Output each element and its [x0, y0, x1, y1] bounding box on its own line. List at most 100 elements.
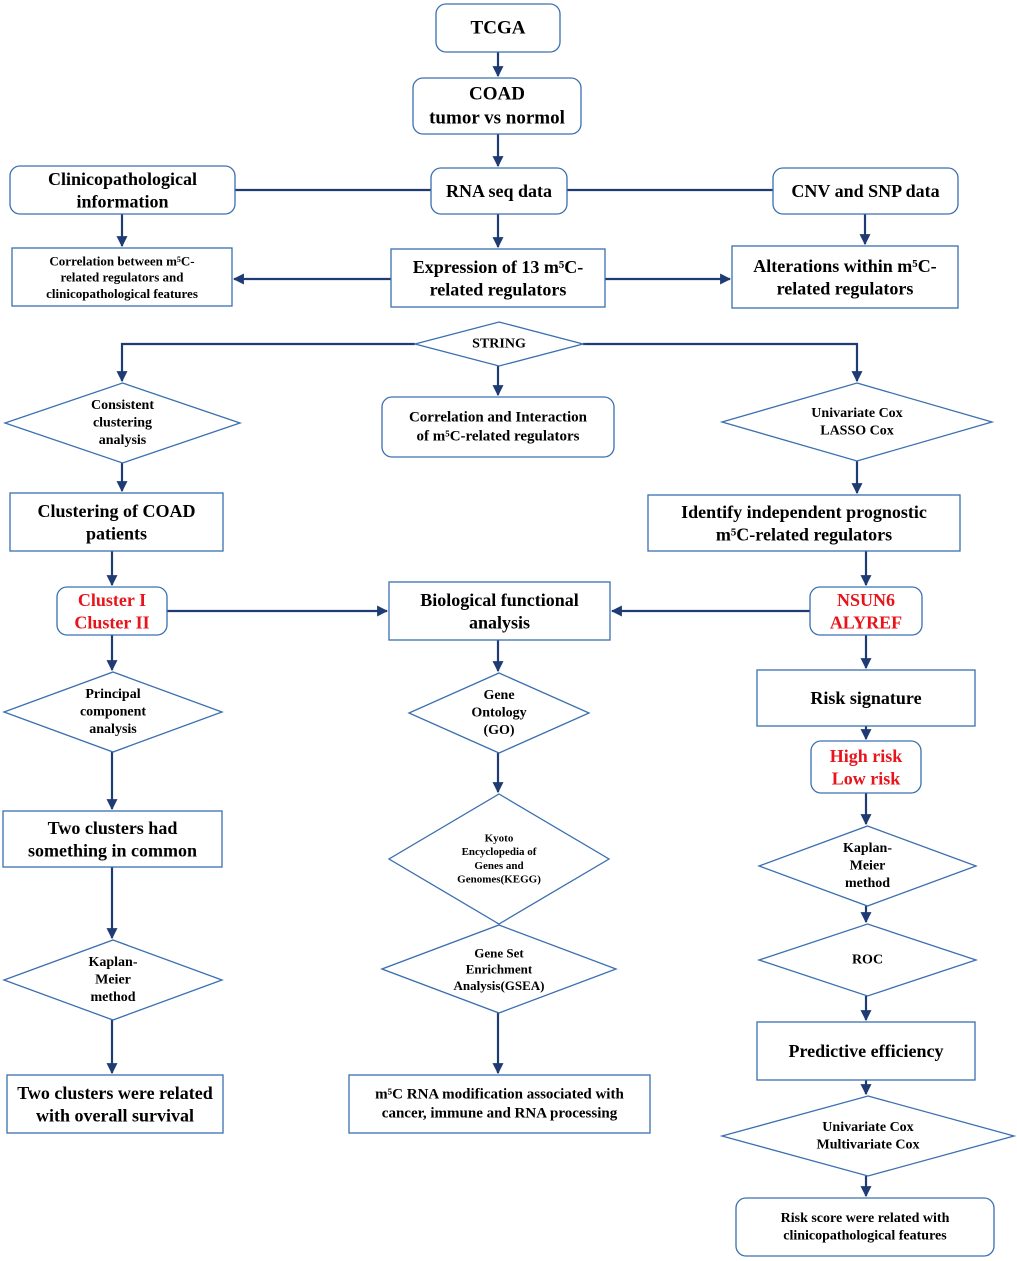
node-rnaseq-shape — [430, 167, 568, 215]
node-pca-line-2: component — [80, 705, 146, 720]
node-m5c-modification-line-2: cancer, immune and RNA processing — [382, 1105, 618, 1121]
node-predictive-efficiency-shape — [756, 1021, 976, 1081]
node-roc: ROC — [756, 923, 979, 997]
node-string-line-1: STRING — [472, 337, 526, 352]
node-kegg-line-2: Encyclopedia of — [462, 846, 537, 858]
node-identify-prognostic-line-1: Identify independent prognostic — [681, 502, 927, 522]
node-consistent-clustering-line-1: Consistent — [91, 398, 154, 413]
node-string-shape — [412, 321, 586, 367]
node-clustering-coad-line-1: Clustering of COAD — [38, 501, 196, 521]
node-consistent-clustering: Consistent clustering analysis — [2, 382, 243, 464]
node-risk-score-line-1: Risk score were related with — [781, 1211, 950, 1226]
node-identify-prognostic-shape — [647, 494, 961, 552]
node-m5c-modification-shape — [348, 1074, 651, 1134]
node-corr-clinico-line-1: Correlation between m⁵C- — [49, 253, 194, 268]
node-km-left-line-2: Meier — [95, 973, 131, 988]
node-two-clusters-survival-line-2: with overall survival — [36, 1105, 194, 1125]
node-gene-ontology-line-3: (GO) — [483, 723, 514, 738]
node-bio-functional-shape — [388, 581, 611, 641]
connector-arrow-10 — [116, 342, 415, 383]
node-pca-shape — [2, 671, 224, 753]
node-identify-prognostic: Identify independent prognosticm⁵C-relat… — [647, 494, 961, 552]
node-two-clusters-survival-line-1: Two clusters were related — [17, 1083, 212, 1103]
node-univariate-lasso-line-2: LASSO Cox — [820, 423, 894, 438]
node-clusters-line-2: Cluster II — [74, 612, 149, 632]
node-roc-shape — [756, 923, 979, 997]
node-km-right-shape — [757, 825, 978, 907]
node-expression: Expression of 13 m⁵C-related regulators — [390, 248, 606, 308]
node-coad-shape — [412, 77, 582, 135]
node-corr-interaction-line-2: of m⁵C-related regulators — [416, 428, 579, 444]
node-corr-clinico: Correlation between m⁵C-related regulato… — [11, 247, 233, 307]
node-risk-signature-shape — [756, 669, 976, 727]
node-m5c-modification-line-1: m⁵C RNA modification associated with — [375, 1087, 624, 1103]
node-corr-interaction-shape — [381, 396, 615, 458]
node-km-right-line-1: Kaplan- — [843, 841, 892, 856]
node-high-low-risk-line-1: High risk — [830, 746, 903, 766]
node-risk-score: Risk score were related with clinicopatho… — [735, 1197, 995, 1257]
connector-arrow-11 — [583, 342, 863, 383]
node-kegg-line-3: Genes and — [474, 860, 523, 872]
node-km-left-shape — [2, 939, 224, 1021]
node-clinico-info-line-2: information — [77, 191, 169, 211]
node-km-left-line-1: Kaplan- — [88, 955, 137, 970]
node-kegg-shape — [387, 793, 611, 925]
node-corr-clinico-shape — [11, 247, 233, 307]
node-corr-interaction-line-1: Correlation and Interaction — [409, 410, 588, 426]
node-two-clusters-common-line-2: something in common — [28, 840, 197, 860]
node-corr-clinico-line-2: related regulators and — [60, 270, 184, 285]
node-gsea-shape — [380, 924, 618, 1014]
node-consistent-clustering-shape — [2, 382, 243, 464]
node-univariate-lasso-shape — [719, 382, 995, 462]
node-univariate-lasso-line-1: Univariate Cox — [811, 406, 902, 421]
node-predictive-efficiency-line-1: Predictive efficiency — [788, 1041, 943, 1061]
node-consistent-clustering-line-3: analysis — [99, 433, 147, 448]
node-clinico-info-line-1: Clinicopathological — [48, 169, 197, 189]
node-nsun6-alyref-line-1: NSUN6 — [837, 590, 895, 610]
node-corr-clinico-line-3: clinicopathological features — [46, 286, 198, 301]
node-high-low-risk-shape — [810, 740, 922, 794]
node-gsea-line-3: Analysis(GSEA) — [453, 978, 544, 993]
node-risk-score-line-2: clinicopathological features — [783, 1228, 947, 1243]
node-roc-line-1: ROC — [852, 953, 883, 968]
node-bio-functional-line-2: analysis — [469, 612, 530, 632]
node-predictive-efficiency: Predictive efficiency — [756, 1021, 976, 1081]
node-kegg-line-4: Genomes(KEGG) — [457, 874, 541, 886]
node-two-clusters-common-shape — [2, 810, 223, 868]
node-clusters-line-1: Cluster I — [78, 590, 146, 610]
node-cnv-snp-shape — [772, 167, 959, 215]
node-string: STRING — [412, 321, 586, 367]
node-clusters-shape — [56, 586, 168, 636]
node-km-right-line-2: Meier — [850, 859, 886, 874]
node-coad-line-1: COAD — [469, 84, 525, 105]
node-pca-line-3: analysis — [89, 722, 137, 737]
node-km-left-line-3: method — [90, 990, 135, 1005]
node-gsea-line-1: Gene Set — [474, 945, 524, 960]
node-alterations-line-2: related regulators — [777, 278, 914, 298]
node-cnv-snp: CNV and SNP data — [772, 167, 959, 215]
node-nsun6-alyref-line-2: ALYREF — [830, 612, 902, 632]
node-risk-score-shape — [735, 1197, 995, 1257]
node-kegg-line-1: Kyoto — [485, 832, 514, 844]
node-uni-multi-cox-line-1: Univariate Cox — [822, 1120, 913, 1135]
node-clinico-info-shape — [9, 165, 236, 215]
node-tcga-line-1: TCGA — [471, 18, 526, 39]
node-expression-line-1: Expression of 13 m⁵C- — [413, 257, 584, 277]
node-cnv-snp-line-1: CNV and SNP data — [791, 181, 939, 201]
node-expression-shape — [390, 248, 606, 308]
node-gsea-line-2: Enrichment — [466, 962, 533, 977]
node-consistent-clustering-line-2: clustering — [93, 416, 152, 431]
node-two-clusters-common-line-1: Two clusters had — [48, 818, 178, 838]
